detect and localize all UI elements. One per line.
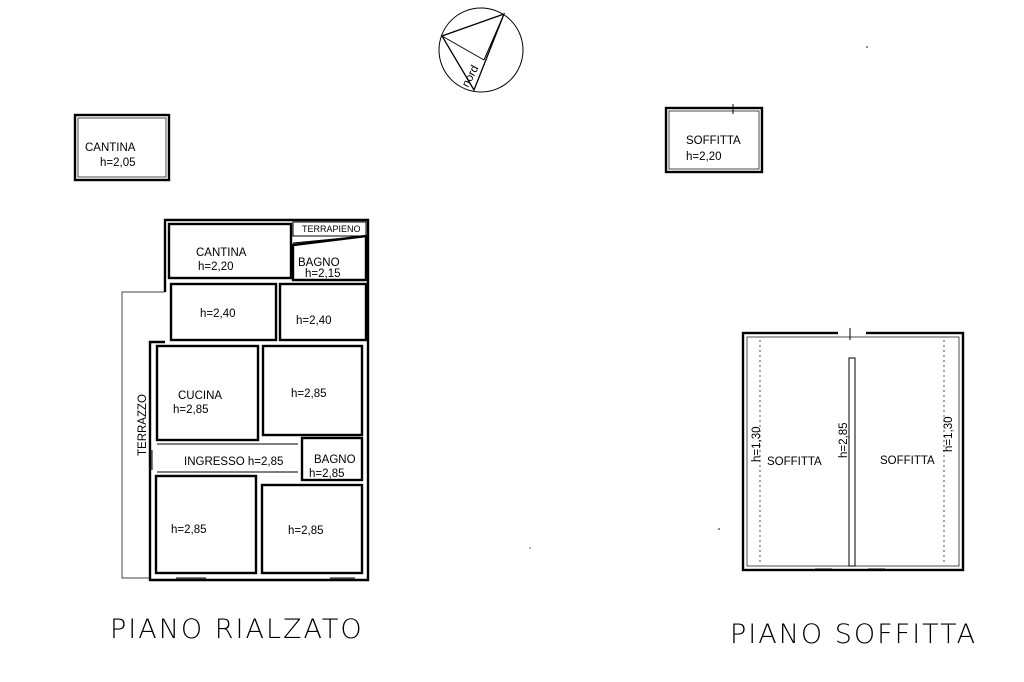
room-bottom-left-height: h=2,85	[171, 524, 207, 536]
bagno-top-name: BAGNO	[298, 257, 340, 269]
cucina-name: CUCINA	[178, 390, 222, 402]
soffitta-h-center: h=2,85	[838, 423, 850, 459]
soffitta-h-right: h=1,30	[943, 417, 955, 453]
soffitta-small-height: h=2,20	[686, 151, 722, 163]
cantina-height: h=2,20	[198, 261, 234, 273]
soffitta-left-label: SOFFITTA	[767, 456, 822, 468]
compass-label: nord	[460, 63, 481, 89]
piano-rialzato-title: PIANO RIALZATO	[110, 614, 364, 645]
soffitta-right-label: SOFFITTA	[880, 455, 935, 467]
soffitta-small-room: SOFFITTA h=2,20	[664, 104, 764, 174]
cantina-name: CANTINA	[196, 247, 247, 259]
north-compass: nord	[438, 7, 524, 93]
terrazzo-label: TERRAZZO	[137, 394, 149, 456]
piano-soffitta-plan	[741, 328, 965, 572]
bagno-top-height: h=2,15	[305, 268, 341, 280]
bagno-height: h=2,85	[309, 468, 345, 480]
room-left-240-height: h=2,40	[200, 308, 236, 320]
cucina-height: h=2,85	[173, 404, 209, 416]
room-bottom-right-height: h=2,85	[288, 525, 324, 537]
piano-rialzato-plan	[121, 218, 370, 582]
cantina-small-height: h=2,05	[100, 157, 136, 169]
cantina-small-room: CANTINA h=2,05	[73, 113, 171, 182]
piano-soffitta-title: PIANO SOFFITTA	[730, 619, 977, 650]
soffitta-small-name: SOFFITTA	[686, 135, 741, 147]
ingresso-label: INGRESSO h=2,85	[184, 456, 283, 468]
terrapieno-label: TERRAPIENO	[302, 224, 361, 234]
soffitta-h-left: h=1,30	[751, 427, 763, 463]
room-right-240-height: h=2,40	[296, 315, 332, 327]
bagno-name: BAGNO	[314, 454, 356, 466]
room-right-285-height: h=2,85	[291, 388, 327, 400]
cantina-small-name: CANTINA	[85, 142, 136, 154]
